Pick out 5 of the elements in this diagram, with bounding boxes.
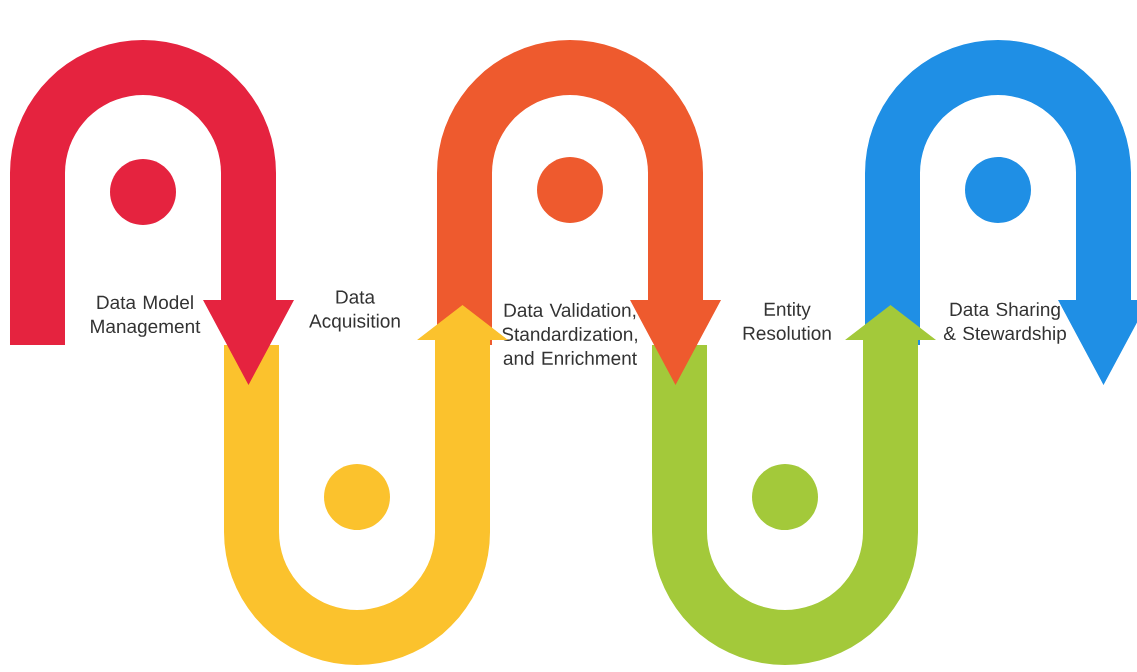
stage-label: Data Validation, Standardization, and Enrichment — [502, 303, 637, 365]
stage-label: Entity Resolution — [743, 302, 831, 340]
stage-label: Data Model Management — [91, 295, 201, 337]
stage-label: Data Sharing & Stewardship — [943, 302, 1066, 344]
stage-label: Data Acquisition — [309, 290, 400, 332]
